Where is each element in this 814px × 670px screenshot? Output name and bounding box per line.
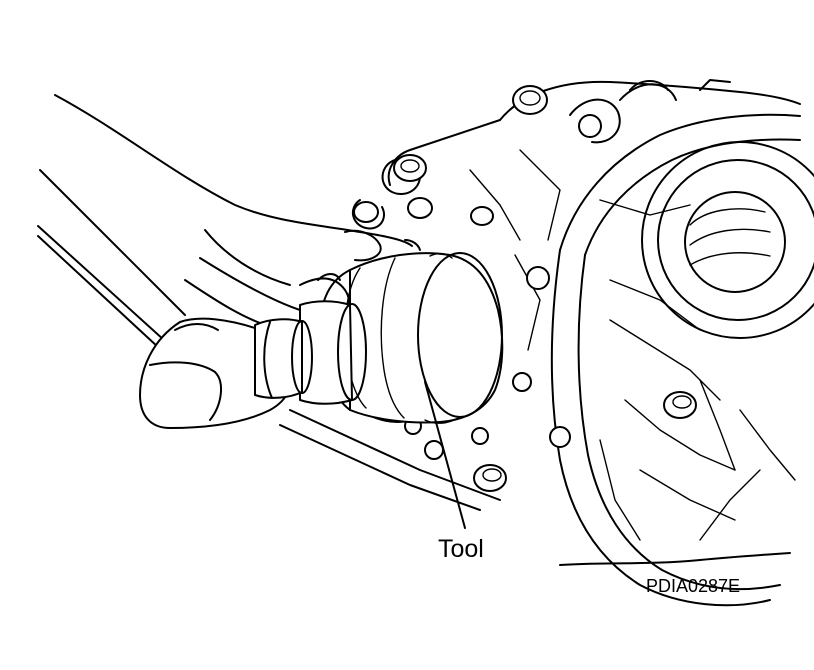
bolt-head [470, 206, 494, 226]
bolt-head [353, 201, 379, 223]
tool-callout-label: Tool [438, 535, 484, 563]
bolt-head [512, 372, 532, 392]
bolt-head [526, 266, 550, 290]
callout-leader [424, 381, 466, 529]
flange-bolts [353, 85, 697, 492]
transmission-case [351, 79, 814, 607]
bolt-head [549, 426, 571, 448]
figure-code: PDIA0287E [646, 576, 741, 596]
bolt-head [407, 197, 433, 219]
bolt-head [512, 85, 548, 115]
bolt-head [471, 427, 489, 445]
bolt-head [393, 154, 427, 182]
bolt-head [473, 464, 507, 492]
tool [254, 252, 504, 424]
bolt-head [424, 440, 444, 460]
extension-bar [37, 169, 501, 511]
bolt-head [663, 391, 697, 419]
bolt-head [578, 114, 602, 138]
